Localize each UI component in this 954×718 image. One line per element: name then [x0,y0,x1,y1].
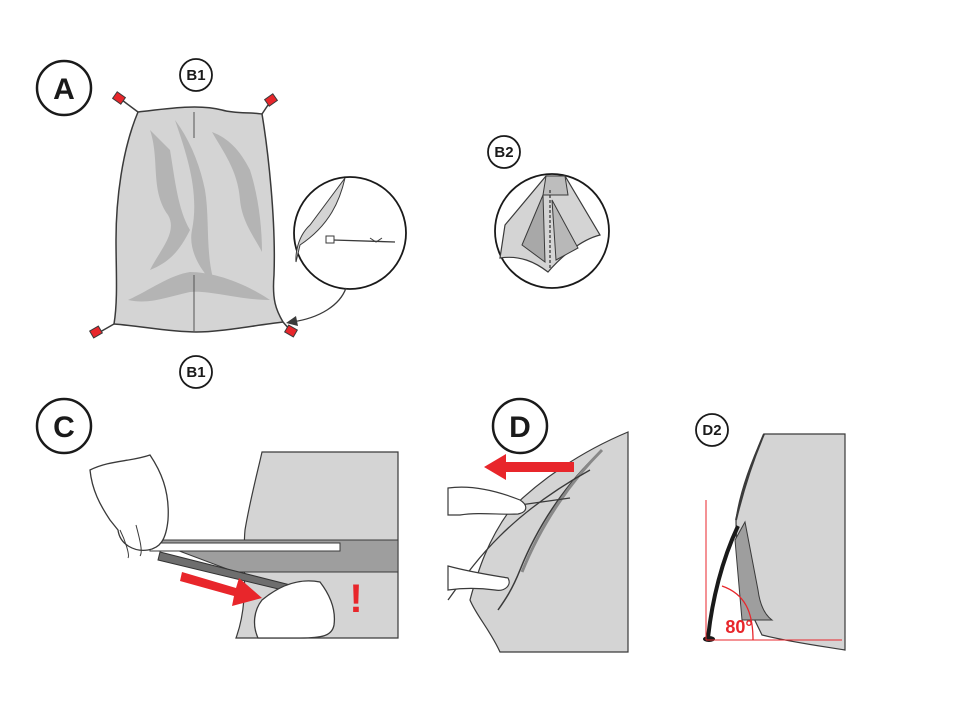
step-badge-b2: B2 [488,136,520,168]
panel-d2: D2 80° [696,414,845,650]
panel-b2: B2 [488,136,609,288]
step-badge-d2: D2 [696,414,728,446]
corner-stake [262,94,277,114]
panel-d: D [448,399,628,652]
pole-foot [703,636,715,642]
tent-pole [150,543,340,551]
step-badge-b1-bottom: B1 [180,356,212,388]
detail-arrow-head [286,316,298,326]
step-label-b1-top: B1 [186,67,205,84]
step-label-d: D [509,411,531,444]
step-label-a: A [53,73,75,106]
stake-detail-magnifier [294,177,406,289]
upper-hand [448,487,526,515]
step-badge-d: D [493,399,547,453]
step-badge-a: A [37,61,91,115]
step-badge-b1-top: B1 [180,59,212,91]
step-label-c: C [53,411,75,444]
detail-arrow [292,288,346,322]
step-label-b2: B2 [494,144,513,161]
panel-a: A B1 B1 [37,59,406,388]
step-badge-c: C [37,399,91,453]
peak-detail-magnifier [495,174,609,288]
left-hand [90,455,168,550]
warning-mark: ! [349,577,362,621]
angle-label: 80° [725,617,752,637]
corner-stake [90,324,114,338]
step-label-d2: D2 [702,422,721,439]
panel-c: C ! [37,399,398,638]
corner-stake [113,92,138,112]
step-label-b1-bottom: B1 [186,364,205,381]
